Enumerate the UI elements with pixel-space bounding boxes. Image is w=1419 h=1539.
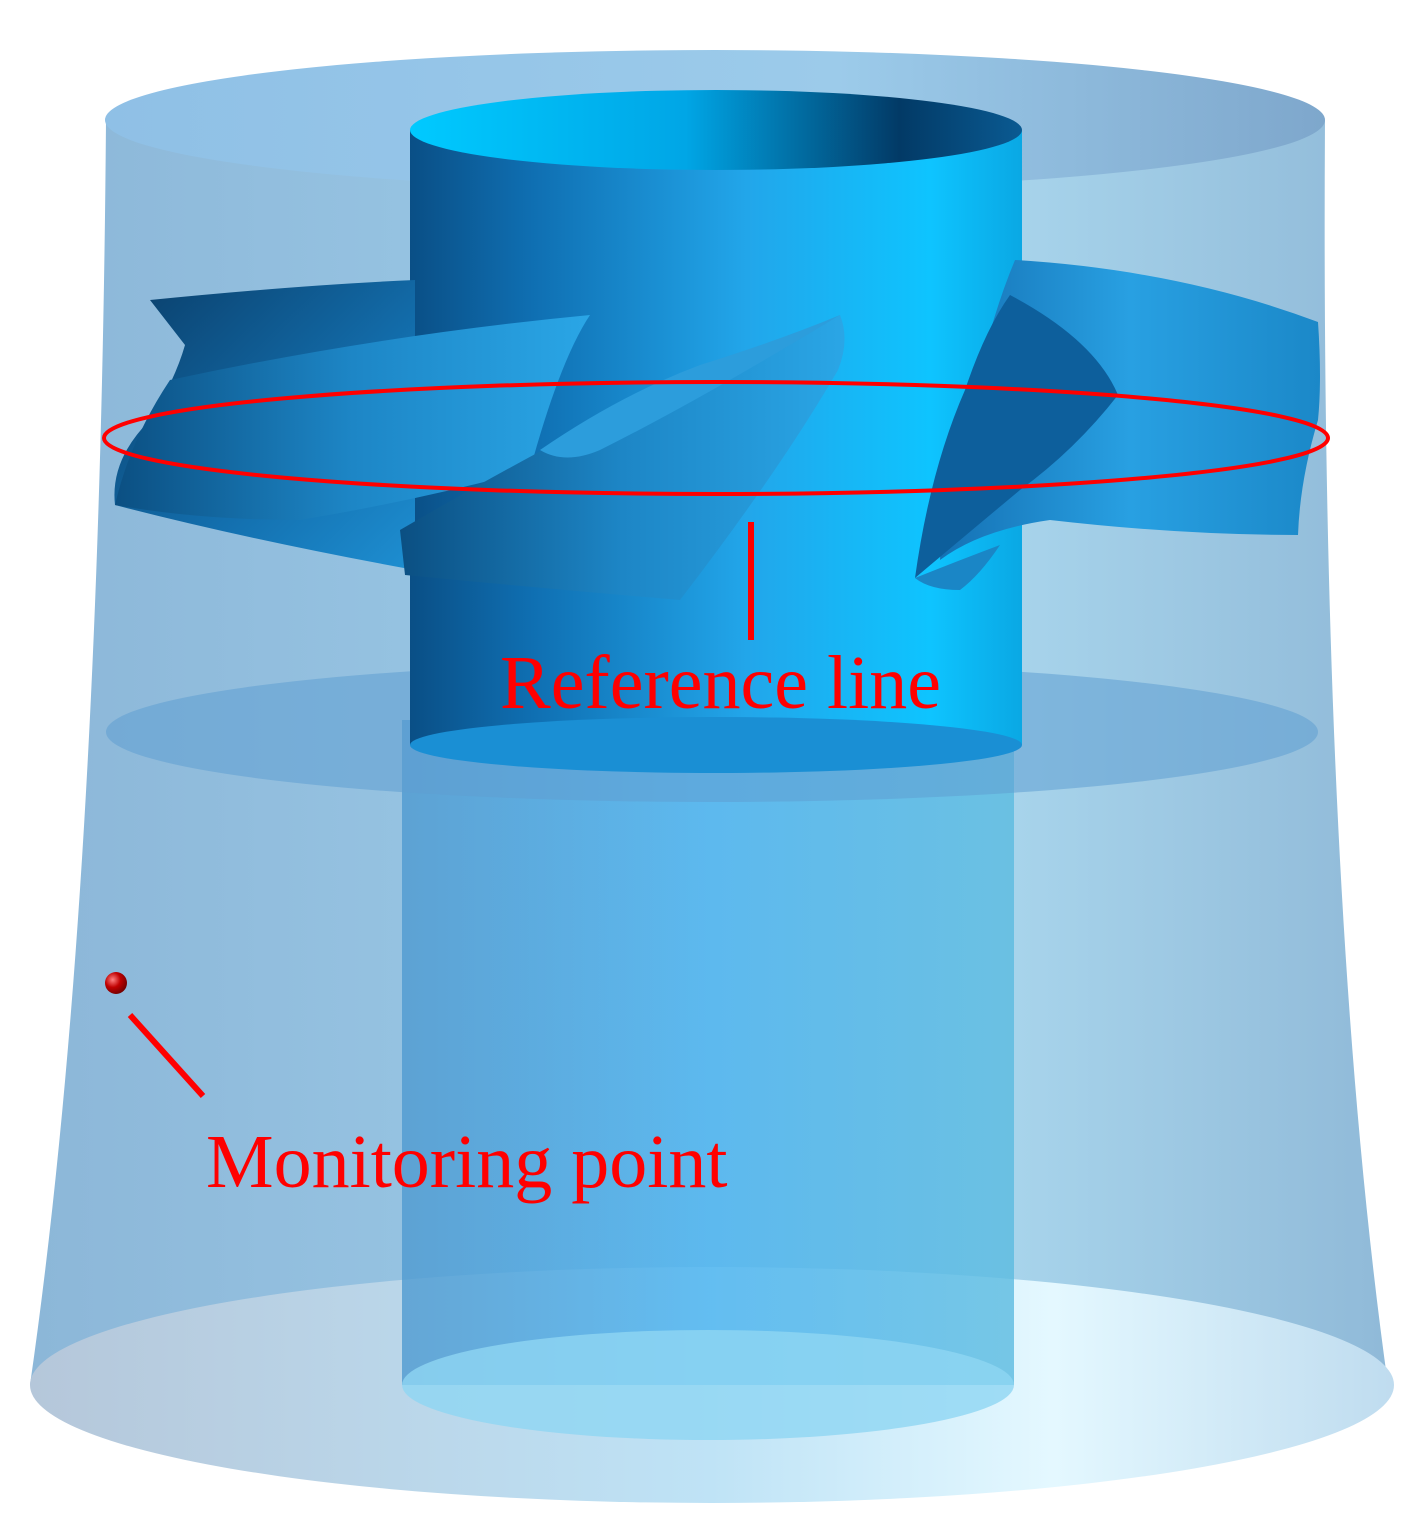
monitoring-point-label: Monitoring point [206, 1120, 727, 1204]
shaft [402, 720, 1014, 1440]
reference-line-ring [102, 380, 1330, 496]
monitoring-point-marker [105, 972, 127, 994]
reference-line-label: Reference line [500, 641, 941, 725]
impeller-blade-middle [400, 315, 845, 600]
monitoring-point-leader [127, 1012, 206, 1099]
impeller-hub [410, 90, 1022, 773]
impeller-blade-left [114, 280, 590, 570]
